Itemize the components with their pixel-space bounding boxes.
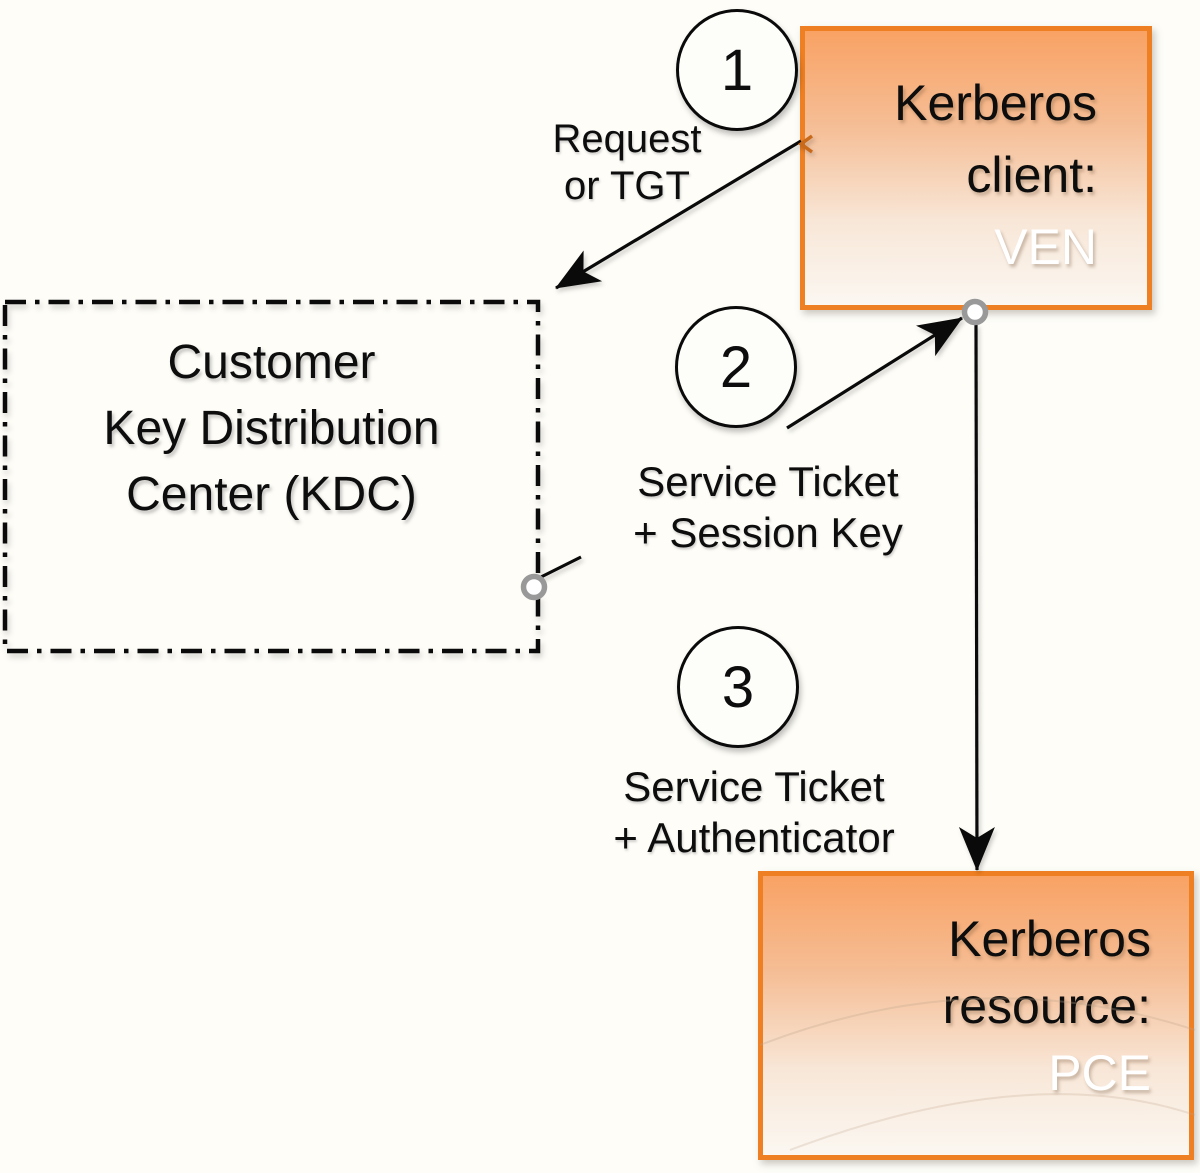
connection-point-icon xyxy=(961,298,989,326)
kdc-node-border xyxy=(2,299,541,654)
arrow-request-tgt xyxy=(555,139,802,290)
step-2-number: 2 xyxy=(719,334,753,400)
kerberos-resource-node: Kerberos resource: PCE xyxy=(758,871,1194,1160)
kdc-label-line1: Customer xyxy=(167,336,376,389)
arrow-service-ticket xyxy=(786,316,963,430)
step-3-number: 3 xyxy=(721,654,755,720)
client-name-ven: VEN xyxy=(994,219,1097,275)
step-1-number: 1 xyxy=(720,37,754,103)
label-session-line1: Service Ticket xyxy=(637,458,899,505)
arrow-service-ticket-stub xyxy=(536,555,582,581)
label-request-line1: Request xyxy=(552,117,702,161)
arrow-authenticator xyxy=(958,323,995,871)
kdc-label-line2: Key Distribution xyxy=(103,402,440,455)
resource-label-line2: resource: xyxy=(942,978,1151,1034)
kdc-label-line3: Center (KDC) xyxy=(126,468,417,521)
label-auth-line1: Service Ticket xyxy=(623,763,885,810)
kdc-node-label: Customer Key Distribution Center (KDC) xyxy=(5,330,538,528)
resource-label-line1: Kerberos xyxy=(948,911,1151,967)
label-auth-line2: + Authenticator xyxy=(613,814,895,861)
connection-point-icon xyxy=(520,573,548,601)
label-request-line2: or TGT xyxy=(564,164,690,208)
connector-tick-icon xyxy=(798,134,814,154)
step-3-badge: 3 xyxy=(677,626,799,748)
step-1-badge: 1 xyxy=(676,9,798,131)
client-label-line2: client: xyxy=(966,147,1097,203)
resource-name-pce: PCE xyxy=(1048,1045,1151,1101)
reflection-arc xyxy=(759,997,1196,1046)
label-service-ticket-authenticator: Service Ticket + Authenticator xyxy=(594,761,914,863)
client-label-line1: Kerberos xyxy=(894,75,1097,131)
label-request-or-tgt: Request or TGT xyxy=(497,116,757,210)
step-2-badge: 2 xyxy=(675,306,797,428)
reflection-arc xyxy=(789,1093,1196,1151)
label-session-line2: + Session Key xyxy=(633,509,903,556)
label-service-ticket-session-key: Service Ticket + Session Key xyxy=(608,456,928,558)
kerberos-client-node: Kerberos client: VEN xyxy=(800,26,1152,310)
